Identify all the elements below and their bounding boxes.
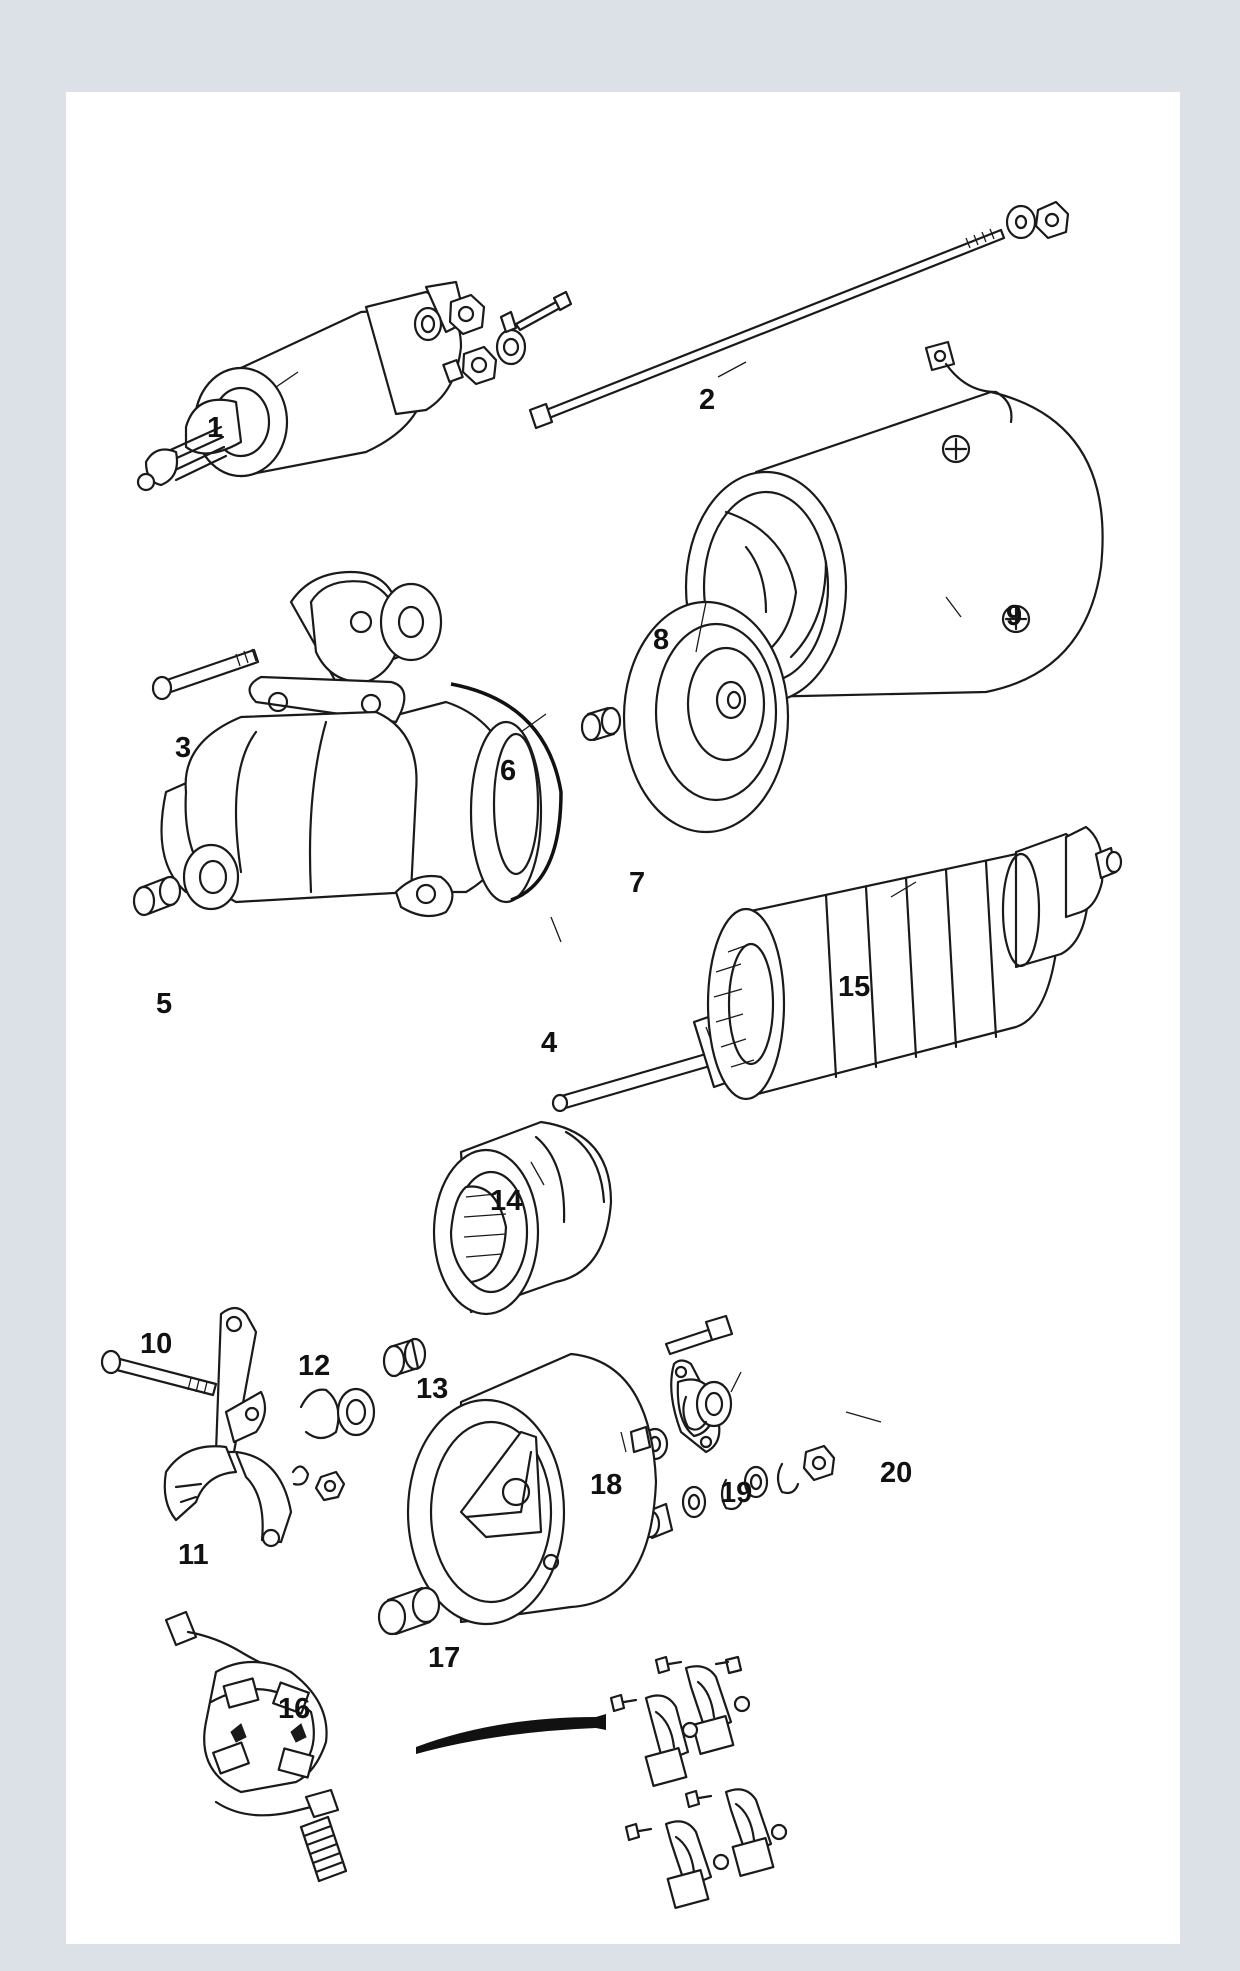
part-label-16: 16 — [278, 1693, 310, 1725]
brushes-icon — [609, 1655, 788, 1909]
solenoid-nuts-icon — [413, 290, 573, 386]
diagram-panel: 1 2 3 4 5 6 7 8 9 10 11 12 13 14 15 16 1… — [66, 92, 1180, 1944]
bush-icon-5 — [132, 875, 182, 917]
thrust-ring-icon — [382, 1337, 427, 1378]
part-label-15: 15 — [838, 971, 870, 1003]
bush-icon-17 — [377, 1586, 441, 1636]
commutator-end-cover-icon — [406, 1352, 658, 1626]
part-label-2: 2 — [699, 384, 715, 416]
bolt-icon — [151, 648, 260, 701]
part-label-6: 6 — [500, 755, 516, 787]
lever-clip-icon — [291, 1465, 346, 1502]
circlip-and-collar-icon — [299, 1387, 376, 1440]
intermediate-plate-icon — [622, 600, 790, 834]
part-label-7: 7 — [629, 867, 645, 899]
part-label-19: 19 — [720, 1477, 752, 1509]
part-label-17: 17 — [428, 1642, 460, 1674]
drive-pinion-icon — [432, 1120, 613, 1316]
part-labels: 1 2 3 4 5 6 7 8 9 10 11 12 13 14 15 16 1… — [140, 384, 1022, 1725]
pivot-bolt-icon — [100, 1349, 218, 1397]
leader-lines — [275, 361, 962, 1453]
through-bolt-icon — [528, 200, 1070, 430]
part-label-13: 13 — [416, 1373, 448, 1405]
starter-motor-exploded-diagram: 1 2 3 4 5 6 7 8 9 10 11 12 13 14 15 16 1… — [100, 200, 1123, 1909]
part-label-5: 5 — [156, 988, 172, 1020]
bush-icon-7 — [580, 706, 622, 742]
part-label-4: 4 — [541, 1027, 557, 1059]
part-label-8: 8 — [653, 624, 669, 656]
arrow-icon — [416, 1714, 606, 1754]
brush-holder-icon — [164, 1610, 340, 1819]
seal-ring-icon — [450, 682, 563, 902]
part-label-11: 11 — [178, 1539, 209, 1571]
engagement-lever-icon — [163, 1306, 293, 1548]
part-label-3: 3 — [175, 732, 191, 764]
part-label-9: 9 — [1006, 600, 1022, 632]
armature-icon — [551, 825, 1123, 1113]
drive-end-housing-icon — [160, 570, 543, 918]
part-label-18: 18 — [590, 1469, 622, 1501]
part-label-1: 1 — [207, 412, 223, 444]
part-label-10: 10 — [140, 1328, 172, 1360]
part-label-12: 12 — [298, 1350, 330, 1382]
part-label-14: 14 — [490, 1185, 522, 1217]
part-label-20: 20 — [880, 1457, 912, 1489]
brush-spring-icon — [299, 1815, 348, 1883]
